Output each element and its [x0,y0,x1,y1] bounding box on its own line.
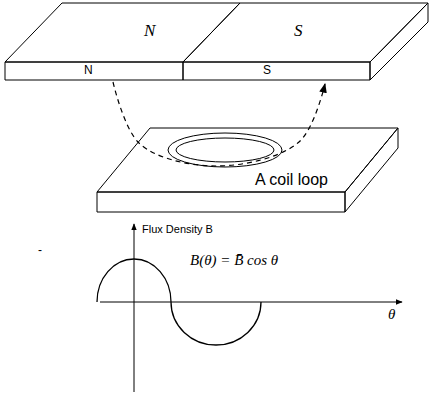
axis-label: Flux Density B [142,223,213,235]
coil-plate: A coil loop [97,128,399,213]
coil-ring [168,133,282,167]
slab-face [97,192,345,212]
slab-face [183,3,428,62]
vertical-axis [134,224,135,392]
horizontal-axis [100,302,402,303]
slab-face [370,3,428,80]
coil-label: A coil loop [255,171,328,189]
formula: B(θ) = B̄ cos θ [190,252,278,269]
pole-label: S [263,64,271,77]
axis-label: θ [388,306,395,323]
cosine-curve [97,259,261,345]
mark: - [38,244,42,257]
slab-face [5,3,240,62]
slab-outline [5,3,241,81]
pole-label: S [294,22,303,41]
slab-outline [97,128,399,213]
flux-line [113,82,325,166]
magnet-south-half: SS [183,3,429,81]
slab-face [5,62,183,80]
slab-outline [183,3,429,81]
coil-ring [176,138,274,162]
pole-label: N [144,22,155,41]
slab-face [183,62,370,80]
slab-face [345,128,398,212]
magnet-north-half: NN [5,3,241,81]
pole-label: N [84,64,93,77]
